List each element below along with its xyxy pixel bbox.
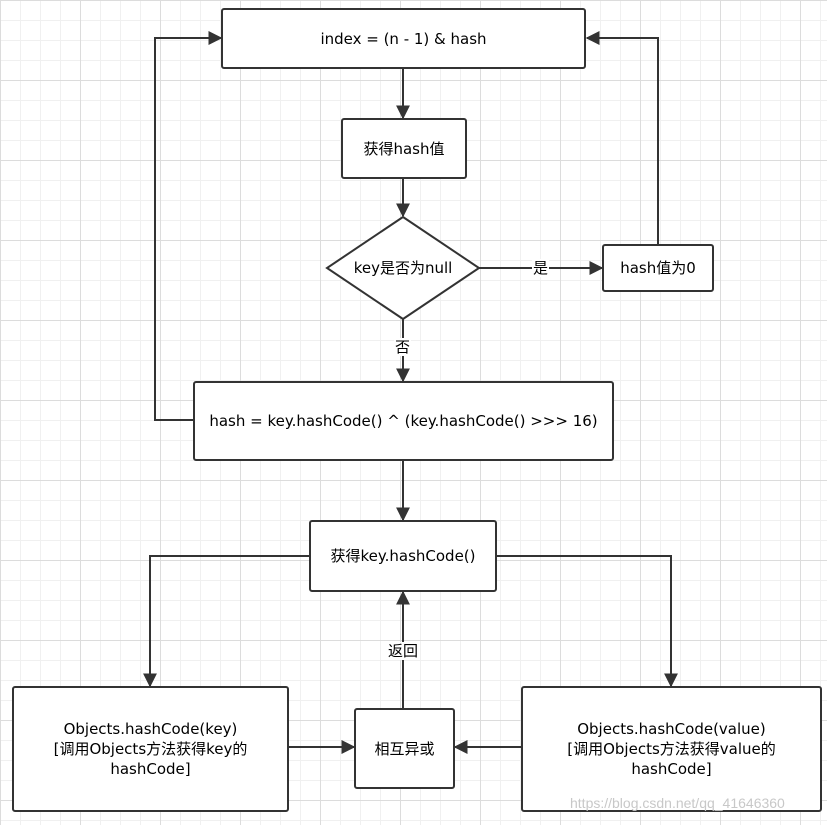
- get-key-hashcode-box: 获得key.hashCode(): [309, 520, 497, 592]
- edge-label-no: 否: [394, 338, 412, 356]
- key-null-text: key是否为null: [353, 259, 453, 277]
- key-hashcode-box: Objects.hashCode(key) [调用Objects方法获得key的…: [12, 686, 289, 812]
- arrow-to-key-box: [143, 555, 310, 688]
- hash-calc-box: hash = key.hashCode() ^ (key.hashCode() …: [193, 381, 614, 461]
- index-text: index = (n - 1) & hash: [320, 29, 487, 48]
- edge-label-yes: 是: [532, 259, 550, 277]
- key-box-line3: hashCode]: [110, 760, 191, 778]
- get-key-hashcode-text: 获得key.hashCode(): [330, 547, 476, 565]
- hash-zero-box: hash值为0: [602, 244, 714, 292]
- index-box: index = (n - 1) & hash: [221, 8, 586, 69]
- arrow-hashcalc-to-index: [154, 31, 223, 421]
- key-box-line2: [调用Objects方法获得key的: [53, 740, 248, 758]
- value-box-line2: [调用Objects方法获得value的: [567, 740, 776, 758]
- hash-calc-text: hash = key.hashCode() ^ (key.hashCode() …: [209, 412, 598, 430]
- value-box-line3: hashCode]: [631, 760, 712, 778]
- hash-zero-text: hash值为0: [620, 259, 696, 277]
- key-box-line1: Objects.hashCode(key): [63, 720, 238, 738]
- decision-diamond: [325, 215, 481, 321]
- value-hashcode-box: Objects.hashCode(value) [调用Objects方法获得va…: [521, 686, 822, 812]
- xor-text: 相互异或: [374, 739, 435, 758]
- arrow-to-value-box: [496, 555, 678, 688]
- arrow-hashzero-to-index: [585, 31, 659, 244]
- edge-label-return: 返回: [387, 642, 420, 660]
- get-hash-box: 获得hash值: [341, 118, 467, 179]
- xor-box: 相互异或: [354, 708, 455, 789]
- watermark-text: https://blog.csdn.net/qq_41646360: [570, 795, 785, 811]
- value-box-line1: Objects.hashCode(value): [577, 720, 766, 738]
- get-hash-text: 获得hash值: [363, 139, 445, 158]
